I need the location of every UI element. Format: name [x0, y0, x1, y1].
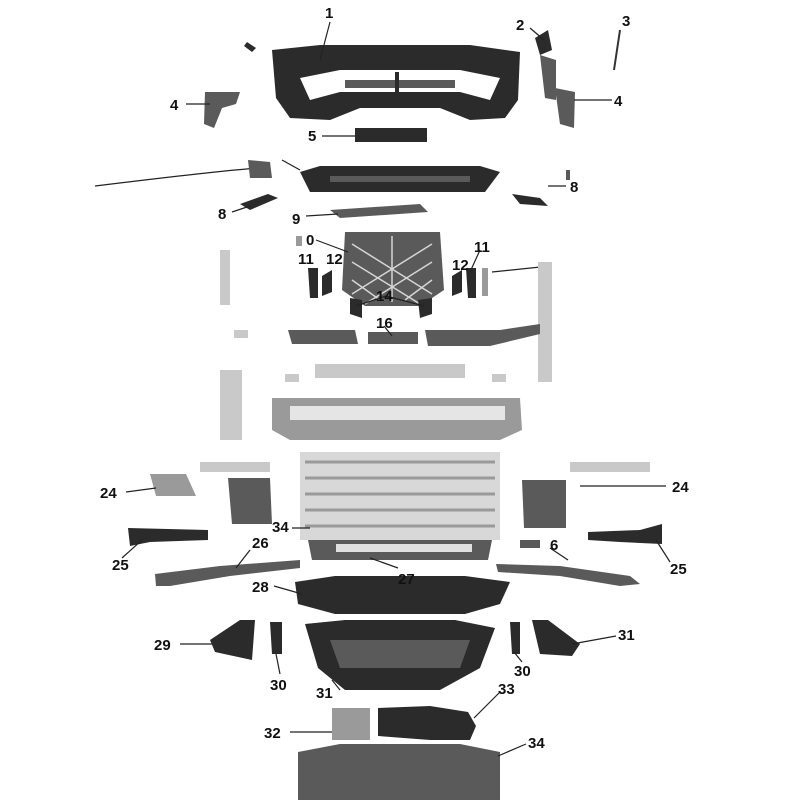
callout-labels: 1 2 3 4 4 5 8 8 9 0 11 11 12 12 14 16 24… — [100, 5, 689, 752]
part-small-hardware-right — [570, 462, 650, 472]
label-part-3: 3 — [622, 13, 630, 30]
part-30-left-seal — [270, 622, 282, 654]
part-1-front-bumper — [272, 45, 520, 120]
part-0-grille — [296, 232, 444, 306]
part-reinforcement-beam — [220, 364, 522, 440]
label-part-2: 2 — [516, 17, 524, 34]
label-part-24-left: 24 — [100, 485, 117, 502]
part-11-right-bracket — [466, 268, 488, 298]
label-part-16: 16 — [376, 315, 393, 332]
part-12-left-insert — [322, 270, 332, 296]
part-3-clip — [613, 29, 621, 71]
label-part-31-right: 31 — [618, 627, 635, 644]
part-34-rear-cover — [298, 744, 500, 800]
label-part-28: 28 — [252, 579, 269, 596]
label-part-31-undertray: 31 — [316, 685, 333, 702]
label-part-12-left: 12 — [326, 251, 343, 268]
label-part-8-left: 8 — [218, 206, 226, 223]
part-4-right-bracket — [555, 88, 575, 128]
part-side-hardware — [220, 250, 552, 382]
part-5-plate-bracket — [355, 128, 427, 142]
part-32-plate — [332, 708, 370, 740]
part-24-right-cover — [522, 480, 566, 528]
label-part-29: 29 — [154, 637, 171, 654]
label-part-30-left: 30 — [270, 677, 287, 694]
label-part-30-right: 30 — [514, 663, 531, 680]
part-25-left-bracket — [128, 528, 208, 546]
part-27-lower-grille — [308, 540, 492, 560]
part-28-skid-plate — [295, 576, 510, 614]
label-part-9: 9 — [292, 211, 300, 228]
label-part-8-right: 8 — [570, 179, 578, 196]
part-8-right-trim — [512, 170, 570, 206]
label-part-14: 14 — [376, 288, 393, 305]
part-31-right-fender-liner — [532, 620, 580, 656]
label-part-12-right: 12 — [452, 257, 469, 274]
label-part-33: 33 — [498, 681, 515, 698]
part-2-bracket — [535, 30, 556, 100]
part-12-right-insert — [452, 270, 462, 296]
part-lower-spoiler — [300, 166, 500, 192]
label-part-1: 1 — [325, 5, 333, 22]
label-part-4-right: 4 — [614, 93, 623, 110]
part-24-left-cover — [150, 474, 272, 524]
label-part-25-left: 25 — [112, 557, 129, 574]
label-part-25-right: 25 — [670, 561, 687, 578]
part-bumper-absorber — [300, 452, 500, 540]
leader-lines — [121, 21, 671, 757]
label-part-26: 26 — [252, 535, 269, 552]
part-wire-harness — [94, 159, 301, 187]
label-part-0: 0 — [306, 232, 314, 249]
label-part-11-left: 11 — [298, 251, 314, 268]
label-part-24-right: 24 — [672, 479, 689, 496]
label-part-4-left: 4 — [170, 97, 179, 114]
part-9-skid-trim — [330, 204, 428, 218]
label-part-34-bottom: 34 — [528, 735, 545, 752]
part-26-left-lower-bracket — [155, 560, 300, 586]
label-part-5: 5 — [308, 128, 316, 145]
part-14-brackets — [350, 298, 432, 318]
part-25-right-bracket — [588, 524, 662, 544]
part-16-lamp-covers — [288, 324, 540, 346]
part-small-clip — [244, 42, 256, 52]
label-part-32: 32 — [264, 725, 281, 742]
part-30-right-seal — [510, 622, 520, 654]
part-29-left-fender-liner — [210, 620, 255, 660]
label-part-34-mid: 34 — [272, 519, 289, 536]
part-33-lamp — [378, 706, 476, 740]
part-6-right-lower-bracket — [496, 540, 640, 586]
label-part-6: 6 — [550, 537, 558, 554]
part-small-hardware-left — [200, 462, 270, 472]
part-11-left-bracket — [308, 268, 318, 298]
part-31-undertray — [305, 620, 495, 690]
label-part-11-right: 11 — [474, 239, 490, 256]
label-part-27: 27 — [398, 571, 415, 588]
part-4-left-bracket — [204, 92, 240, 128]
